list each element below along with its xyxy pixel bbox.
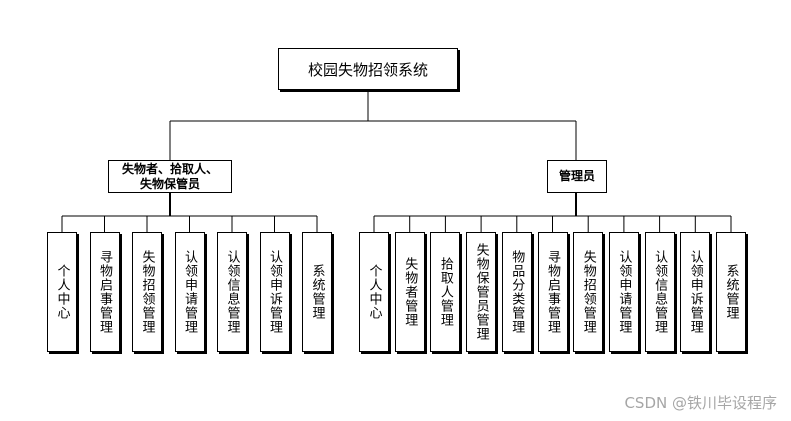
left-leaf-label: 失物招领管理 [139, 250, 155, 334]
right-leaf-label: 认领信息管理 [652, 250, 668, 334]
left-leaf-label: 认领申请管理 [182, 250, 197, 334]
right-leaf-label: 个人中心 [366, 264, 382, 320]
left-leaf-4: 认领信息管理 [217, 232, 247, 352]
group-users-label-line1: 失物者、拾取人、 [121, 161, 218, 176]
left-leaf-6: 系统管理 [302, 232, 332, 352]
right-leaf-label: 拾取人管理 [437, 257, 453, 327]
right-leaf-label: 失物保管员管理 [473, 243, 489, 341]
left-leaf-label: 认领申诉管理 [267, 250, 282, 334]
right-leaf-2: 拾取人管理 [430, 232, 461, 352]
right-leaf-label: 失物者管理 [402, 257, 418, 327]
right-leaf-label: 系统管理 [723, 264, 739, 320]
root-label: 校园失物招领系统 [307, 60, 428, 79]
left-leaf-label: 个人中心 [54, 264, 70, 320]
left-leaf-0: 个人中心 [47, 232, 77, 352]
right-leaf-0: 个人中心 [359, 232, 389, 352]
root-node: 校园失物招领系统 [278, 48, 458, 90]
right-leaf-3: 失物保管员管理 [466, 232, 497, 352]
left-leaf-2: 失物招领管理 [132, 232, 162, 352]
right-leaf-6: 失物招领管理 [573, 232, 604, 352]
right-leaf-7: 认领申请管理 [608, 232, 639, 352]
right-leaf-4: 物品分类管理 [501, 232, 532, 352]
watermark: CSDN @铁川毕设程序 [624, 394, 777, 412]
right-leaf-label: 失物招领管理 [580, 250, 596, 334]
right-leaf-label: 寻物启事管理 [545, 250, 560, 334]
group-users-label-line2: 失物保管员 [139, 176, 200, 191]
group-node-users: 失物者、拾取人、 失物保管员 [108, 160, 232, 193]
left-leaf-1: 寻物启事管理 [89, 232, 120, 352]
right-leaf-9: 认领申诉管理 [680, 232, 711, 352]
right-leaf-label: 物品分类管理 [509, 250, 525, 334]
left-leaf-label: 寻物启事管理 [97, 250, 112, 334]
left-leaf-3: 认领申请管理 [174, 232, 205, 352]
left-leaf-5: 认领申诉管理 [259, 232, 290, 352]
left-leaf-label: 系统管理 [309, 264, 325, 320]
right-leaf-8: 认领信息管理 [644, 232, 675, 352]
right-leaf-label: 认领申诉管理 [687, 250, 703, 334]
right-leaf-10: 系统管理 [716, 232, 746, 352]
right-leaf-1: 失物者管理 [394, 232, 425, 352]
group-node-admin: 管理员 [547, 160, 607, 193]
right-leaf-5: 寻物启事管理 [537, 232, 568, 352]
group-admin-label: 管理员 [558, 169, 595, 183]
right-leaf-label: 认领申请管理 [616, 250, 632, 334]
left-leaf-label: 认领信息管理 [224, 250, 240, 334]
